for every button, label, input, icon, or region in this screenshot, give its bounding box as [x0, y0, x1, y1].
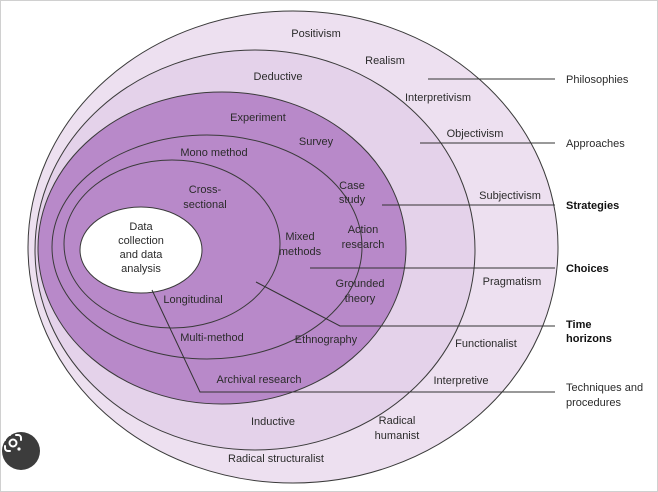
label-sectional: sectional: [183, 199, 226, 211]
legend-techniques-line2: procedures: [566, 397, 622, 409]
time-horizons-leader: [255, 281, 555, 327]
choices-ring: [51, 134, 363, 360]
core-line-2: collection: [118, 235, 164, 247]
legend-time-horizons-line1: Time: [566, 319, 591, 331]
legend-choices: Choices: [566, 263, 609, 275]
label-experiment: Experiment: [230, 112, 286, 124]
label-mono-method: Mono method: [180, 147, 247, 159]
label-research: research: [342, 239, 385, 251]
label-cross: Cross-: [189, 184, 222, 196]
techniques-leader: [151, 289, 555, 393]
strategies-disc: [37, 91, 407, 405]
legend-philosophies: Philosophies: [566, 74, 629, 86]
label-functionalist: Functionalist: [455, 338, 517, 350]
label-interpretivism: Interpretivism: [405, 92, 471, 104]
label-survey: Survey: [299, 136, 334, 148]
techniques-core: [79, 206, 203, 294]
label-humanist-line2: humanist: [375, 430, 420, 442]
label-methods: methods: [279, 246, 322, 258]
label-objectivism: Objectivism: [447, 128, 504, 140]
legend-techniques-line1: Techniques and: [566, 382, 643, 394]
legend-approaches: Approaches: [566, 138, 625, 150]
legend-time-horizons-line2: horizons: [566, 333, 612, 345]
label-radical-line1: Radical: [379, 415, 416, 427]
google-lens-icon: [4, 434, 22, 452]
core-line-4: analysis: [121, 263, 161, 275]
legend-strategies: Strategies: [566, 200, 619, 212]
time-horizons-ring: [63, 159, 281, 329]
core-line-1: Data: [129, 221, 153, 233]
label-pragmatism: Pragmatism: [483, 276, 542, 288]
label-theory: theory: [345, 293, 376, 305]
label-study: study: [339, 194, 366, 206]
label-deductive: Deductive: [254, 71, 303, 83]
label-positivism: Positivism: [291, 28, 341, 40]
label-inductive: Inductive: [251, 416, 295, 428]
label-grounded: Grounded: [336, 278, 385, 290]
core-line-3: and data: [120, 249, 164, 261]
label-case: Case: [339, 180, 365, 192]
label-longitudinal: Longitudinal: [163, 294, 222, 306]
label-action: Action: [348, 224, 379, 236]
label-archival-research: Archival research: [217, 374, 302, 386]
label-realism: Realism: [365, 55, 405, 67]
lens-button[interactable]: [2, 432, 40, 470]
label-interpretive: Interpretive: [433, 375, 488, 387]
label-subjectivism: Subjectivism: [479, 190, 541, 202]
label-mixed: Mixed: [285, 231, 314, 243]
label-radical-structuralist: Radical structuralist: [228, 453, 324, 465]
label-ethnography: Ethnography: [295, 334, 358, 346]
label-multi-method: Multi-method: [180, 332, 244, 344]
